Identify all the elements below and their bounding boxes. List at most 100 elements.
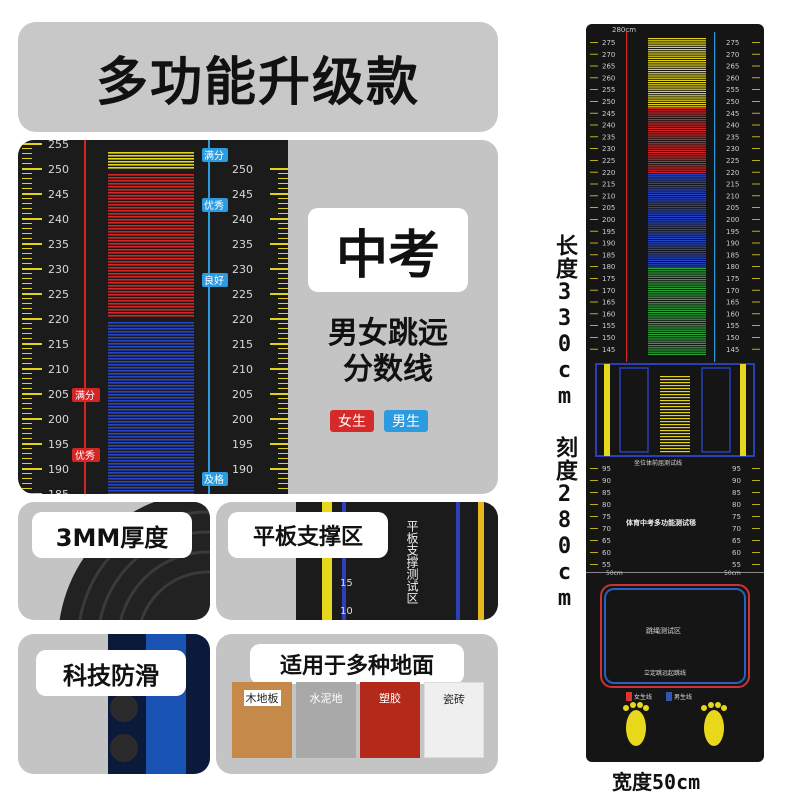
right-tick-label: 250: [232, 163, 253, 176]
right-minor-tick: [278, 178, 288, 179]
left-minor-tick: [22, 328, 32, 329]
mat-right-tick: [752, 77, 760, 79]
red-band-line: [108, 303, 194, 305]
mat-sit-reach-line: [660, 415, 690, 417]
mat-blue-line: [648, 185, 706, 187]
mat-red-line: [648, 152, 706, 154]
mat-left-tick: [590, 337, 598, 338]
mat-left-tick-label: 170: [602, 287, 615, 295]
mat-left-tick-label: 160: [602, 310, 615, 318]
yellow-band-line: [108, 158, 194, 160]
left-minor-tick: [22, 373, 32, 374]
left-minor-tick: [22, 183, 32, 184]
mat-blue-line: [648, 255, 706, 257]
mat-right-tick: [752, 266, 760, 267]
exam-title-box: 中考: [308, 208, 468, 292]
left-minor-tick: [22, 278, 32, 279]
right-major-tick: [270, 268, 288, 270]
mat-green-line: [648, 325, 706, 327]
blue-band-line: [108, 427, 194, 429]
mat-green-line: [648, 342, 706, 344]
mat-blue-line: [648, 202, 706, 204]
mat-right-tick-label: 270: [726, 51, 739, 59]
mat-left-tick: [590, 289, 598, 291]
blue-band-line: [108, 481, 194, 483]
red-band-line: [108, 204, 194, 206]
mat-blue-line: [648, 237, 706, 239]
mat-left-tick-label: 245: [602, 110, 615, 118]
mat-green-line: [648, 303, 706, 305]
left-minor-tick: [22, 438, 32, 439]
red-band-line: [108, 228, 194, 230]
mat-green-line: [648, 345, 706, 347]
mat-right-tick: [752, 254, 760, 256]
mat-blue-line: [648, 207, 706, 209]
plank-label-box: 平板支撑区: [228, 512, 388, 558]
start-line-label: 立定跳远起跳线: [644, 670, 687, 677]
blue-band-line: [108, 340, 194, 342]
blue-band-line: [108, 352, 194, 354]
mat-lower-right-tick-label: 80: [732, 501, 741, 509]
mat-left-tick-label: 275: [602, 39, 615, 47]
left-minor-tick: [22, 383, 32, 384]
red-band-line: [108, 252, 194, 254]
blue-band-line: [108, 415, 194, 417]
blue-band-line: [108, 451, 194, 453]
blue-band-line: [108, 487, 194, 489]
left-minor-tick: [22, 488, 32, 489]
red-band-line: [108, 195, 194, 197]
yellow-band-line: [108, 155, 194, 157]
mat-blue-line: [648, 180, 706, 182]
red-band-line: [108, 240, 194, 242]
blue-band-line: [108, 388, 194, 390]
right-minor-tick: [278, 263, 288, 264]
mat-boy-line: [714, 32, 716, 362]
mat-lower-right-tick-label: 75: [732, 513, 741, 521]
blue-band-line: [108, 361, 194, 363]
mat-yellow-line: [648, 79, 706, 81]
left-minor-tick: [22, 258, 32, 259]
mat-right-tick-label: 210: [726, 192, 739, 200]
left-tick-label: 200: [48, 413, 69, 426]
mat-right-tick: [752, 289, 760, 291]
right-minor-tick: [278, 458, 288, 459]
mat-yellow-line: [648, 66, 706, 68]
left-minor-tick: [22, 413, 32, 414]
mat-blue-line: [648, 259, 706, 261]
mat-sit-reach-line: [660, 400, 690, 402]
mat-left-tick: [590, 77, 598, 79]
mat-red-line: [648, 156, 706, 158]
mat-left-tick: [590, 124, 598, 126]
mat-plank-yellow-left: [604, 364, 610, 456]
mat-right-tick: [752, 89, 760, 90]
blue-band-line: [108, 322, 194, 324]
right-minor-tick: [278, 228, 288, 229]
right-tick-label: 225: [232, 288, 253, 301]
right-minor-tick: [278, 478, 288, 479]
mat-right-tick-label: 255: [726, 86, 739, 94]
mat-width-label: 宽度50cm: [612, 770, 701, 794]
left-minor-tick: [22, 338, 32, 339]
legend-row: 女生线 男生线: [626, 692, 692, 701]
mat-lower-left-tick: [590, 564, 598, 565]
mat-right-tick-label: 190: [726, 240, 739, 248]
blue-band-line: [108, 463, 194, 465]
plank-blue-line: [342, 502, 346, 620]
mat-left-tick-label: 270: [602, 51, 615, 59]
mat-yellow-line: [648, 77, 706, 79]
mat-blue-line: [648, 187, 706, 189]
mat-bottom-label-right: 50cm: [724, 570, 741, 577]
girl-badge: [72, 388, 100, 402]
red-band-line: [108, 258, 194, 260]
red-band-line: [108, 225, 194, 227]
girl-badge-label: 优秀: [75, 449, 95, 462]
girl-score-line: [84, 140, 86, 494]
left-minor-tick: [22, 313, 32, 314]
mat-green-line: [648, 351, 706, 353]
blue-band-line: [108, 385, 194, 387]
left-major-tick: [22, 193, 42, 195]
mat-sit-reach-line: [660, 448, 690, 450]
mat-green-line: [648, 268, 706, 270]
mat-yellow-line: [648, 42, 706, 44]
mat-top-label: 280cm: [612, 26, 637, 34]
